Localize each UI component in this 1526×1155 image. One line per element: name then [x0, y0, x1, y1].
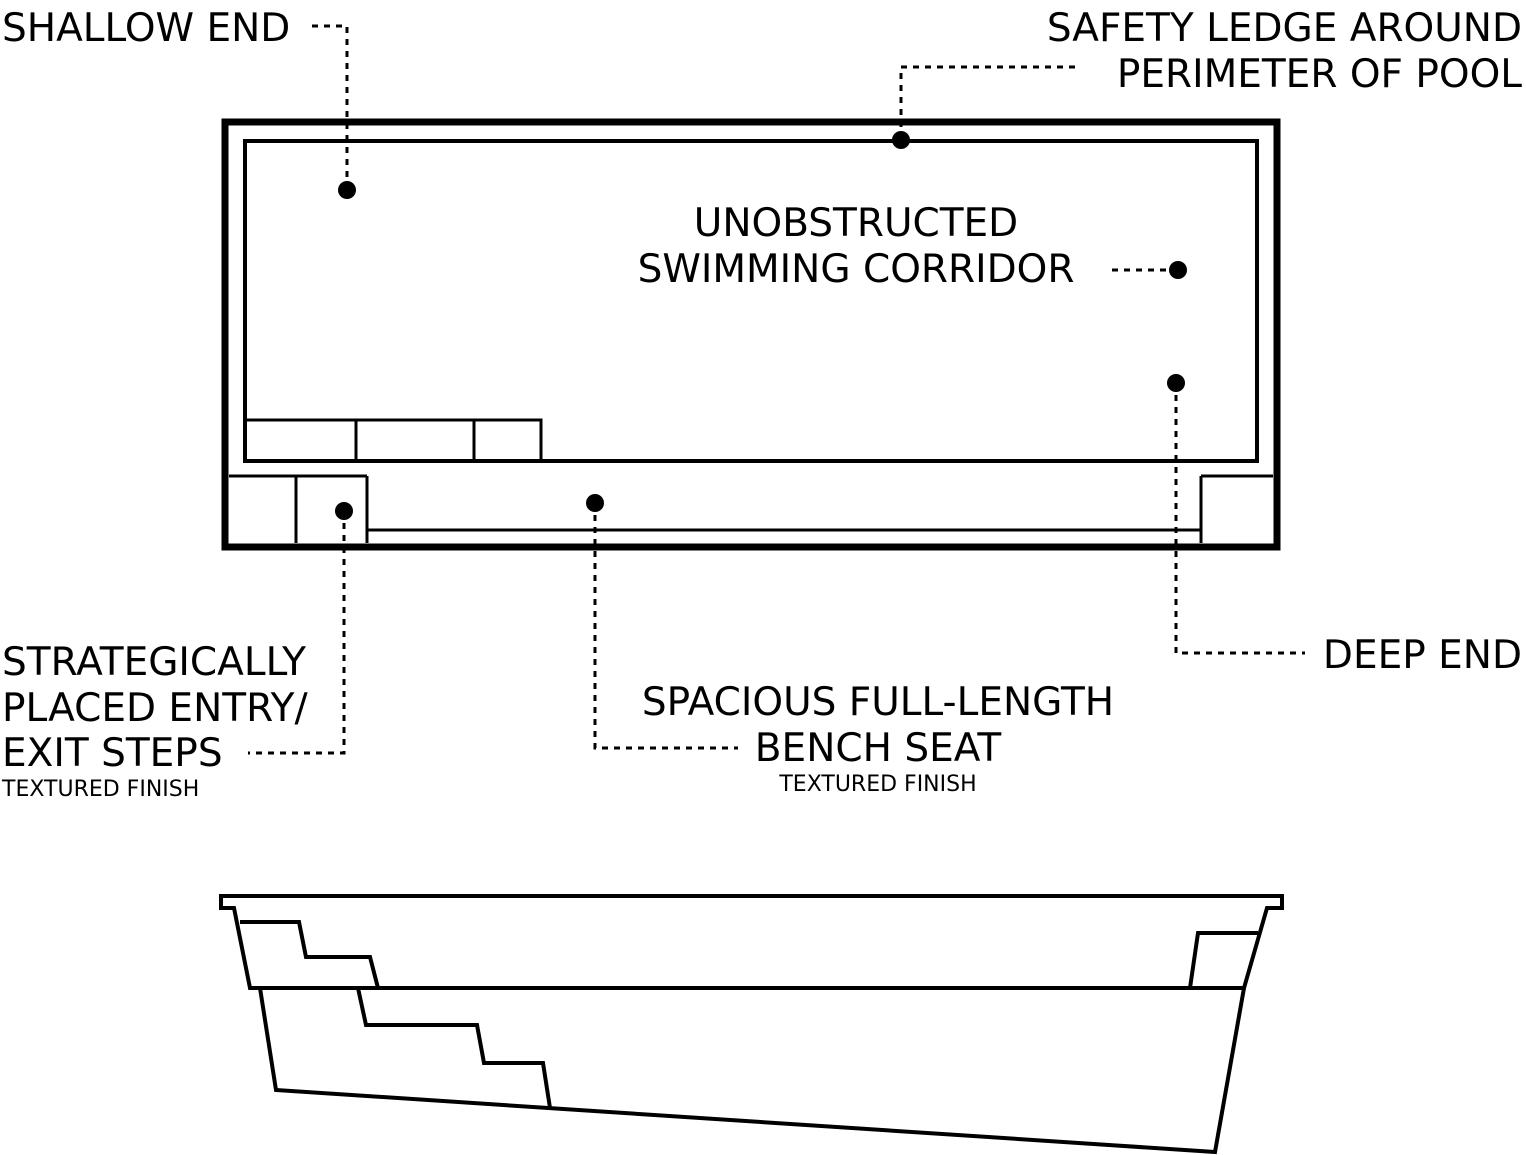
label-deep-end: DEEP END: [1323, 633, 1522, 678]
side-steps-upper: [240, 920, 380, 989]
marker-dot: [586, 494, 604, 512]
pool-rim: [219, 894, 1284, 990]
side-deep-ledge: [1188, 931, 1258, 989]
marker-dot: [338, 181, 356, 199]
marker-dot: [1167, 374, 1185, 392]
leader-entry-steps: [248, 502, 353, 755]
label-safety-ledge-line1: SAFETY LEDGE AROUND: [1047, 6, 1522, 51]
label-corridor-line2: SWIMMING CORRIDOR: [638, 247, 1075, 292]
leader-swimming-corridor: [1112, 261, 1187, 279]
marker-dot: [335, 502, 353, 520]
label-steps-line1: STRATEGICALLY: [2, 640, 306, 685]
side-steps-lower: [356, 987, 552, 1109]
pool-outer-edge: [221, 118, 1281, 551]
label-steps-line3: EXIT STEPS: [2, 731, 223, 776]
pool-plan-view: [221, 118, 1281, 551]
label-safety-ledge-line2: PERIMETER OF POOL: [1117, 52, 1522, 97]
entry-steps-block: [229, 474, 369, 543]
pool-inner-basin: [243, 139, 1259, 463]
marker-dot: [892, 131, 910, 149]
marker-dot: [1169, 261, 1187, 279]
label-shallow-end: SHALLOW END: [2, 6, 290, 51]
pool-shell: [258, 987, 1246, 1155]
label-corridor-line1: UNOBSTRUCTED: [694, 201, 1018, 246]
shallow-steps-upper: [243, 418, 543, 463]
label-bench-line1: SPACIOUS FULL-LENGTH: [642, 680, 1114, 725]
label-steps-finish: TEXTURED FINISH: [1, 777, 199, 802]
leader-deep-end: [1167, 374, 1305, 655]
deep-end-corner-block: [1199, 474, 1273, 543]
label-steps-line2: PLACED ENTRY/: [2, 686, 309, 731]
pool-side-view: [219, 894, 1284, 1155]
label-bench-finish: TEXTURED FINISH: [778, 772, 976, 797]
leader-bench-seat: [586, 494, 738, 750]
leader-safety-ledge: [892, 65, 1075, 149]
label-bench-line2: BENCH SEAT: [755, 726, 1002, 771]
leader-shallow-end: [312, 24, 356, 199]
